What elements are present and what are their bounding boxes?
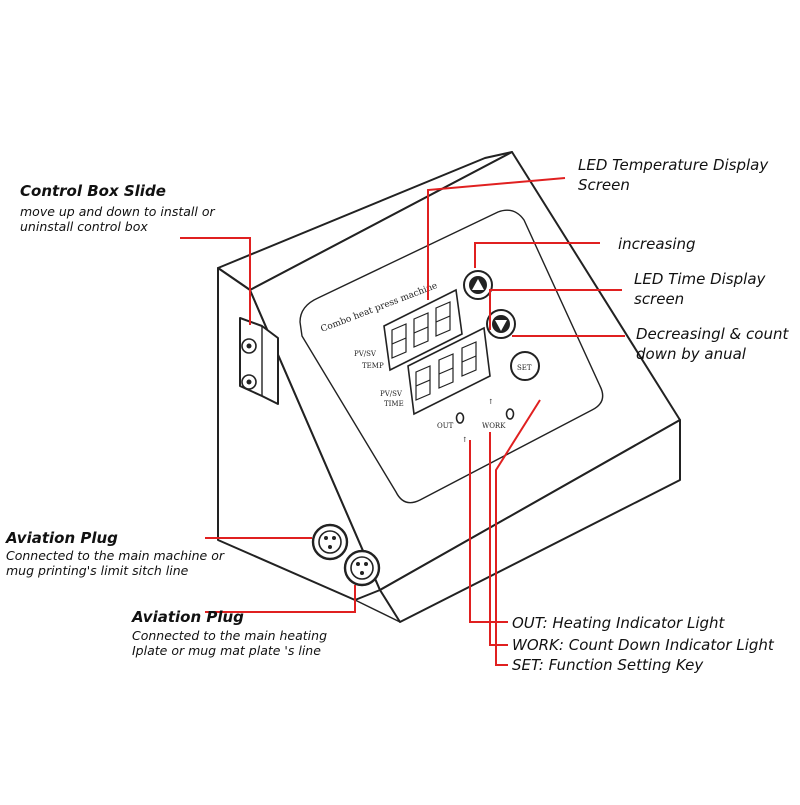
out-indicator: OUT ↑ bbox=[437, 412, 468, 444]
time-digits bbox=[415, 341, 477, 401]
callout-title: Aviation Plug bbox=[131, 608, 244, 626]
callout-decreasing: Decreasingl & count down by anual bbox=[636, 325, 789, 363]
label-pv-sv-time: PV/SV bbox=[380, 390, 403, 398]
label-temp: TEMP bbox=[362, 362, 384, 370]
callout-control-box-slide: Control Box Slide move up and down to in… bbox=[20, 182, 215, 234]
work-arrow-icon: ↑ bbox=[488, 398, 494, 406]
aviation-plug-1[interactable] bbox=[311, 523, 349, 561]
seven-segment-digit bbox=[461, 341, 477, 377]
callout-line: screen bbox=[634, 290, 684, 308]
callout-aviation-plug-2: Aviation Plug Connected to the main heat… bbox=[131, 608, 327, 658]
temp-display-frame bbox=[383, 288, 463, 372]
slide-screw-center bbox=[246, 379, 252, 385]
leader-set bbox=[495, 399, 541, 666]
seven-segment-digit bbox=[438, 353, 454, 389]
callout-line: OUT: Heating Indicator Light bbox=[512, 614, 726, 632]
time-display[interactable] bbox=[407, 326, 491, 416]
callout-line: SET: Function Setting Key bbox=[512, 656, 704, 674]
label-time: TIME bbox=[384, 400, 404, 408]
arrow-down-icon bbox=[495, 320, 507, 331]
plug-pin-icon bbox=[360, 571, 364, 575]
out-arrow-icon: ↑ bbox=[462, 436, 468, 444]
panel-outline bbox=[299, 209, 604, 504]
callout-line: increasing bbox=[618, 235, 696, 253]
callout-line: Connected to the main machine or bbox=[6, 548, 225, 563]
box-edge bbox=[379, 589, 401, 623]
set-key-label: SET bbox=[517, 364, 532, 372]
increase-button[interactable] bbox=[463, 270, 493, 300]
plug-pin-icon bbox=[356, 562, 360, 566]
arrow-up-icon bbox=[472, 279, 484, 290]
leader-work bbox=[489, 432, 508, 646]
slide-screw-center bbox=[246, 343, 252, 349]
callout-line: down by anual bbox=[636, 345, 747, 363]
leader-led-time bbox=[489, 289, 622, 330]
digit-mid-segment bbox=[438, 367, 454, 375]
temp-digits bbox=[391, 301, 451, 359]
label-pv-sv: PV/SV bbox=[354, 350, 377, 358]
control-box-slide[interactable] bbox=[239, 317, 279, 405]
work-indicator: WORK ↑ bbox=[482, 398, 515, 430]
aviation-plug-2[interactable] bbox=[343, 549, 381, 587]
callout-work: WORK: Count Down Indicator Light bbox=[512, 636, 775, 654]
time-display-frame bbox=[407, 326, 491, 416]
set-button-ring bbox=[510, 351, 540, 381]
set-button[interactable]: SET bbox=[510, 351, 540, 381]
callout-led-time: LED Time Display screen bbox=[634, 270, 767, 308]
seven-segment-digit bbox=[413, 312, 429, 348]
digit-mid-segment bbox=[391, 337, 407, 345]
callout-line: Decreasingl & count bbox=[636, 325, 789, 343]
digit-mid-segment bbox=[461, 355, 477, 363]
box-edge bbox=[354, 599, 401, 623]
leader-aviation-plug-2 bbox=[205, 585, 356, 613]
work-label: WORK bbox=[482, 422, 506, 430]
callout-title: Control Box Slide bbox=[20, 182, 166, 200]
plug-pin-icon bbox=[332, 536, 336, 540]
callout-line: LED Time Display bbox=[634, 270, 767, 288]
leader-increasing bbox=[474, 242, 600, 268]
out-label: OUT bbox=[437, 422, 454, 430]
plug-pin-icon bbox=[324, 536, 328, 540]
digit-mid-segment bbox=[435, 315, 451, 323]
out-light-icon bbox=[455, 412, 465, 424]
callout-line: Iplate or mug mat plate 's line bbox=[132, 643, 321, 658]
seven-segment-digit bbox=[435, 301, 451, 337]
seven-segment-digit bbox=[391, 323, 407, 359]
digit-mid-segment bbox=[413, 326, 429, 334]
plug-2-socket-icon bbox=[350, 556, 374, 580]
callout-line: mug printing's limit sitch line bbox=[6, 563, 189, 578]
decrease-button[interactable] bbox=[486, 309, 516, 339]
callout-line: WORK: Count Down Indicator Light bbox=[512, 636, 775, 654]
seven-segment-digit bbox=[415, 365, 431, 401]
callout-line: move up and down to install or bbox=[20, 204, 215, 219]
callout-increasing: increasing bbox=[618, 235, 696, 253]
leader-lines bbox=[180, 177, 625, 666]
callout-aviation-plug-1: Aviation Plug Connected to the main mach… bbox=[5, 529, 225, 578]
callout-line: uninstall control box bbox=[20, 219, 148, 234]
callout-out: OUT: Heating Indicator Light bbox=[512, 614, 726, 632]
callout-line: Screen bbox=[578, 176, 630, 194]
plug-pin-icon bbox=[328, 545, 332, 549]
temp-display[interactable] bbox=[383, 288, 463, 372]
leader-control-box-slide bbox=[180, 237, 251, 325]
callout-led-temp: LED Temperature Display Screen bbox=[578, 156, 769, 194]
callout-line: Connected to the main heating bbox=[132, 628, 327, 643]
callout-line: LED Temperature Display bbox=[578, 156, 769, 174]
work-light-icon bbox=[505, 408, 515, 420]
callout-title: Aviation Plug bbox=[5, 529, 118, 547]
callout-set: SET: Function Setting Key bbox=[512, 656, 704, 674]
plug-1-socket-icon bbox=[318, 530, 342, 554]
plug-pin-icon bbox=[364, 562, 368, 566]
leader-led-temp bbox=[427, 177, 566, 300]
digit-mid-segment bbox=[415, 379, 431, 387]
